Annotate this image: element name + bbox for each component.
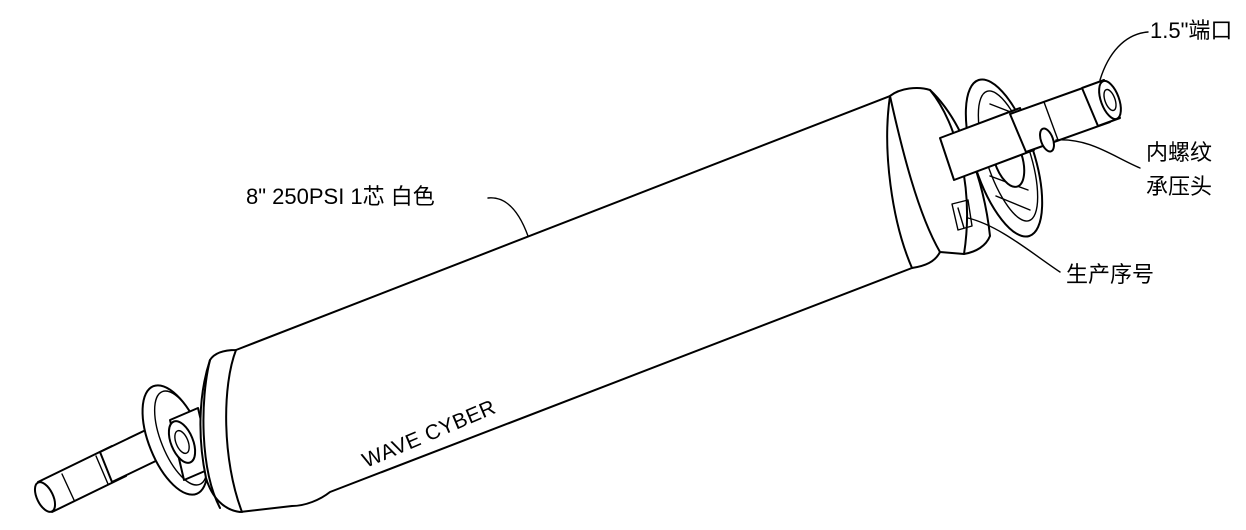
serial-number-label: 生产序号 (1066, 263, 1154, 288)
serial-leader-line (967, 217, 1061, 273)
spec-label: 8" 250PSI 1芯 白色 (246, 184, 435, 209)
spec-leader-line (487, 197, 529, 237)
port-label: 1.5"端口 (1150, 18, 1232, 43)
membrane-vessel-body (199, 87, 991, 513)
pressure-head-label: 承压头 (1146, 175, 1212, 200)
right-port-pipe (939, 79, 1122, 181)
left-outlet-pipe (33, 427, 163, 513)
inner-thread-label: 内螺纹 (1146, 141, 1212, 166)
thread-leader-line (1055, 139, 1141, 169)
port-leader-line (1099, 31, 1149, 81)
